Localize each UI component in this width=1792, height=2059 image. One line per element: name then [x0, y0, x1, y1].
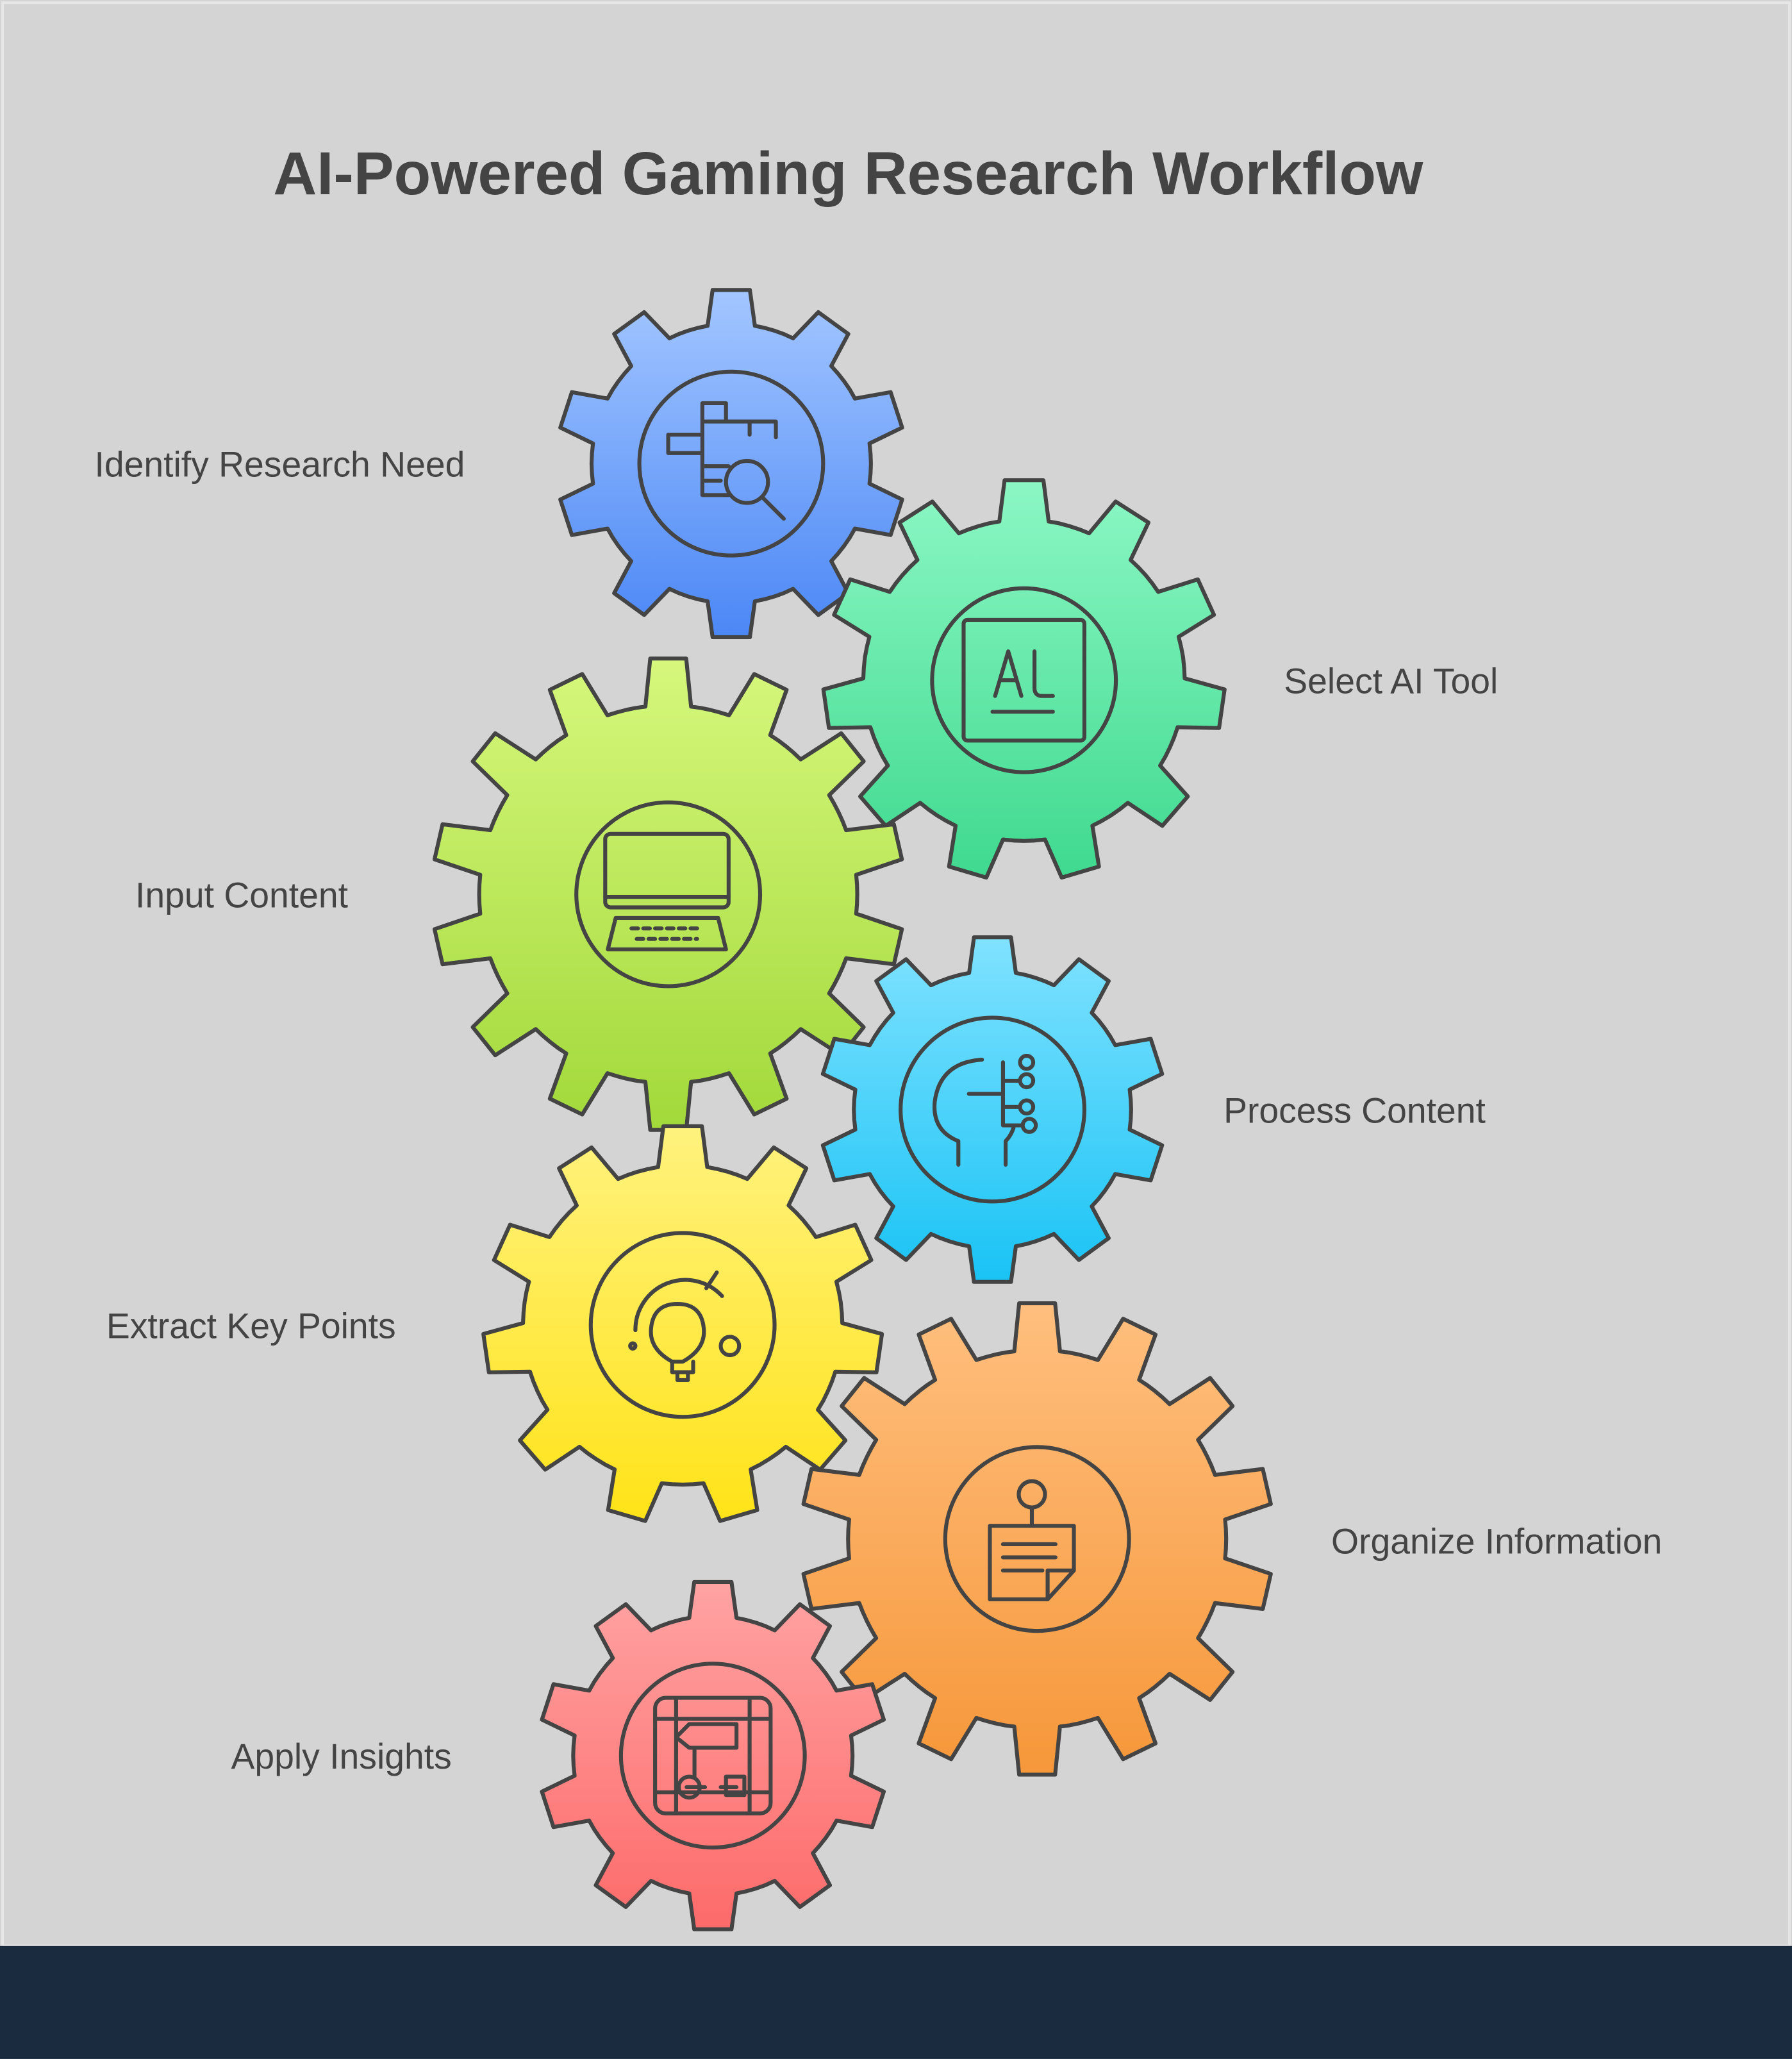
- search-grid-icon: [666, 401, 786, 521]
- gear-shape: [540, 1580, 886, 1931]
- footer-bar: [0, 1946, 1792, 2059]
- gear-shape: [432, 656, 904, 1132]
- step-label-identify: Identify Research Need: [94, 445, 465, 485]
- step-label-process: Process Content: [1224, 1090, 1486, 1130]
- step-label-select-tool: Select AI Tool: [1284, 662, 1498, 701]
- step-label-input: Input Content: [135, 876, 348, 915]
- gear-center-ring: [618, 1662, 807, 1850]
- gear-center-ring: [899, 1015, 1087, 1204]
- diagram-title: AI-Powered Gaming Research Workflow: [273, 140, 1423, 207]
- gear-identify: [558, 288, 904, 640]
- gear-center-ring: [574, 800, 763, 988]
- step-label-extract: Extract Key Points: [106, 1306, 396, 1346]
- gear-shape: [821, 478, 1227, 880]
- gear-shape: [558, 288, 904, 640]
- gear-center-ring: [930, 586, 1118, 774]
- gear-shape: [801, 1301, 1273, 1777]
- gear-organize: [801, 1301, 1273, 1777]
- gear-extract: [481, 1124, 884, 1523]
- gear-input: [432, 656, 904, 1132]
- gear-center-ring: [943, 1445, 1131, 1633]
- gear-process: [820, 935, 1165, 1284]
- step-label-organize: Organize Information: [1331, 1521, 1662, 1561]
- flowchart-icon: [653, 1696, 773, 1815]
- ai-head-icon: [932, 1053, 1038, 1167]
- gear-center-ring: [637, 369, 825, 558]
- gear-center-ring: [588, 1231, 777, 1419]
- laptop-icon: [603, 831, 731, 952]
- gear-shape: [481, 1124, 884, 1523]
- gear-apply: [540, 1580, 886, 1931]
- gear-select-tool: [821, 478, 1227, 880]
- ai-chip-icon: [961, 617, 1087, 743]
- pinned-note-icon: [988, 1479, 1076, 1602]
- lightbulb-icon: [628, 1270, 742, 1382]
- step-label-apply: Apply Insights: [231, 1737, 452, 1776]
- gear-shape: [820, 935, 1165, 1284]
